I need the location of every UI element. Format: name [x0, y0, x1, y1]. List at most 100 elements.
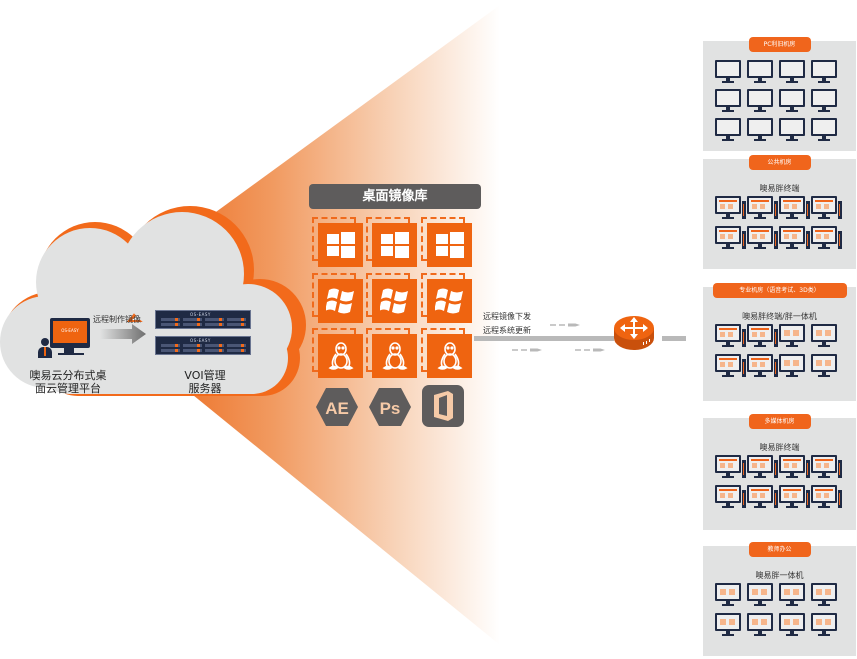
- voi-server-2: OS-EASY: [155, 336, 251, 355]
- os-image-tile-windows-10: [366, 217, 418, 269]
- server-label: VOI管理 服务器: [184, 369, 226, 395]
- monitor-icon: [715, 60, 741, 88]
- os-image-tile-linux: [312, 328, 364, 380]
- room-panel: PC利旧机房: [703, 37, 856, 151]
- os-image-tile-windows-xp: [366, 273, 418, 325]
- all-in-one-pc-icon: [779, 354, 805, 382]
- fat-terminal-icon: [747, 196, 779, 224]
- monitor-icon: [811, 60, 837, 88]
- os-image-tile-windows-xp: [312, 273, 364, 325]
- admin-workstation-icon: OS-EASY: [36, 318, 94, 360]
- room-tag: 公共机房: [748, 155, 811, 170]
- monitor-icon: [779, 118, 805, 146]
- monitor-icon: [779, 60, 805, 88]
- dashed-arrow-lower-2: [575, 348, 605, 352]
- room-panel: 教师办公噢易胖一体机: [703, 542, 856, 656]
- ps-icon: Ps: [369, 388, 411, 426]
- fat-terminal-icon: [747, 354, 779, 382]
- remote-image-making-label: 远程制作镜像: [93, 315, 141, 324]
- all-in-one-pc-icon: [779, 324, 805, 352]
- room-device-type: 噢易胖一体机: [755, 571, 804, 580]
- remote-system-update-label: 远程系统更新: [483, 326, 531, 335]
- linux-tux-icon: [318, 334, 363, 378]
- monitor-icon: [747, 89, 773, 117]
- remote-image-distribution-label: 远程镜像下发: [483, 312, 531, 321]
- fat-terminal-icon: [779, 485, 811, 513]
- fat-terminal-icon: [747, 324, 779, 352]
- monitor-icon: [811, 89, 837, 117]
- router-icon: [614, 316, 654, 350]
- os-image-tile-windows-xp: [421, 273, 473, 325]
- all-in-one-pc-icon: [779, 613, 805, 641]
- fat-terminal-icon: [747, 226, 779, 254]
- all-in-one-pc-icon: [715, 613, 741, 641]
- dashed-arrow-lower-1: [512, 348, 542, 352]
- windows-10-icon: [427, 223, 472, 267]
- fat-terminal-icon: [811, 226, 843, 254]
- os-image-tile-linux: [366, 328, 418, 380]
- all-in-one-pc-icon: [715, 583, 741, 611]
- room-tag: 教师办公: [748, 542, 811, 557]
- monitor-icon: [715, 89, 741, 117]
- fat-terminal-icon: [715, 455, 747, 483]
- linux-tux-icon: [427, 334, 472, 378]
- room-tag: PC利旧机房: [748, 37, 811, 52]
- room-panel: 专业机房（语音考试、3D类） 噢易胖终端/胖一体机: [703, 283, 856, 401]
- monitor-icon: [747, 118, 773, 146]
- all-in-one-pc-icon: [747, 583, 773, 611]
- fat-terminal-icon: [811, 196, 843, 224]
- room-tag: 多媒体机房: [748, 414, 811, 429]
- fat-terminal-icon: [715, 226, 747, 254]
- windows-xp-icon: [318, 279, 363, 323]
- room-panel: 多媒体机房噢易胖终端: [703, 414, 856, 530]
- fat-terminal-icon: [715, 354, 747, 382]
- all-in-one-pc-icon: [779, 583, 805, 611]
- room-device-type: 噢易胖终端: [759, 443, 800, 452]
- room-device-type: 噢易胖终端: [759, 184, 800, 193]
- monitor-icon: [811, 118, 837, 146]
- room-panel: 公共机房噢易胖终端: [703, 155, 856, 269]
- fat-terminal-icon: [811, 455, 843, 483]
- gradient-arrow-icon: [100, 324, 146, 344]
- dashed-arrow-upper: [550, 323, 580, 327]
- office-icon: [422, 385, 464, 427]
- user-icon: [38, 338, 52, 358]
- ae-icon: AE: [316, 388, 358, 426]
- windows-10-icon: [372, 223, 417, 267]
- fat-terminal-icon: [747, 455, 779, 483]
- ae-label: AE: [325, 399, 349, 418]
- monitor-icon: [715, 118, 741, 146]
- fat-terminal-icon: [779, 455, 811, 483]
- monitor-icon: [779, 89, 805, 117]
- all-in-one-pc-icon: [747, 613, 773, 641]
- ps-label: Ps: [380, 399, 401, 418]
- windows-xp-icon: [372, 279, 417, 323]
- windows-xp-icon: [427, 279, 472, 323]
- fat-terminal-icon: [715, 485, 747, 513]
- all-in-one-pc-icon: [811, 613, 837, 641]
- fat-terminal-icon: [747, 485, 779, 513]
- room-device-type: 噢易胖终端/胖一体机: [742, 312, 817, 321]
- fat-terminal-icon: [811, 485, 843, 513]
- link-line-left: [474, 336, 614, 341]
- os-image-tile-windows-10: [312, 217, 364, 269]
- linux-tux-icon: [372, 334, 417, 378]
- all-in-one-pc-icon: [811, 583, 837, 611]
- desktop-image-library-title: 桌面镜像库: [309, 184, 481, 209]
- os-image-tile-windows-10: [421, 217, 473, 269]
- windows-10-icon: [318, 223, 363, 267]
- fat-terminal-icon: [715, 196, 747, 224]
- monitor-brand: OS-EASY: [61, 328, 79, 333]
- platform-label: 噢易云分布式桌 面云管理平台: [29, 369, 107, 395]
- fat-terminal-icon: [779, 226, 811, 254]
- all-in-one-pc-icon: [811, 324, 837, 352]
- link-line-right: [662, 336, 686, 341]
- fat-terminal-icon: [779, 196, 811, 224]
- monitor-icon: [747, 60, 773, 88]
- voi-server-1: OS-EASY: [155, 310, 251, 329]
- all-in-one-pc-icon: [811, 354, 837, 382]
- fat-terminal-icon: [715, 324, 747, 352]
- room-tag: 专业机房（语音考试、3D类）: [712, 283, 847, 298]
- os-image-tile-linux: [421, 328, 473, 380]
